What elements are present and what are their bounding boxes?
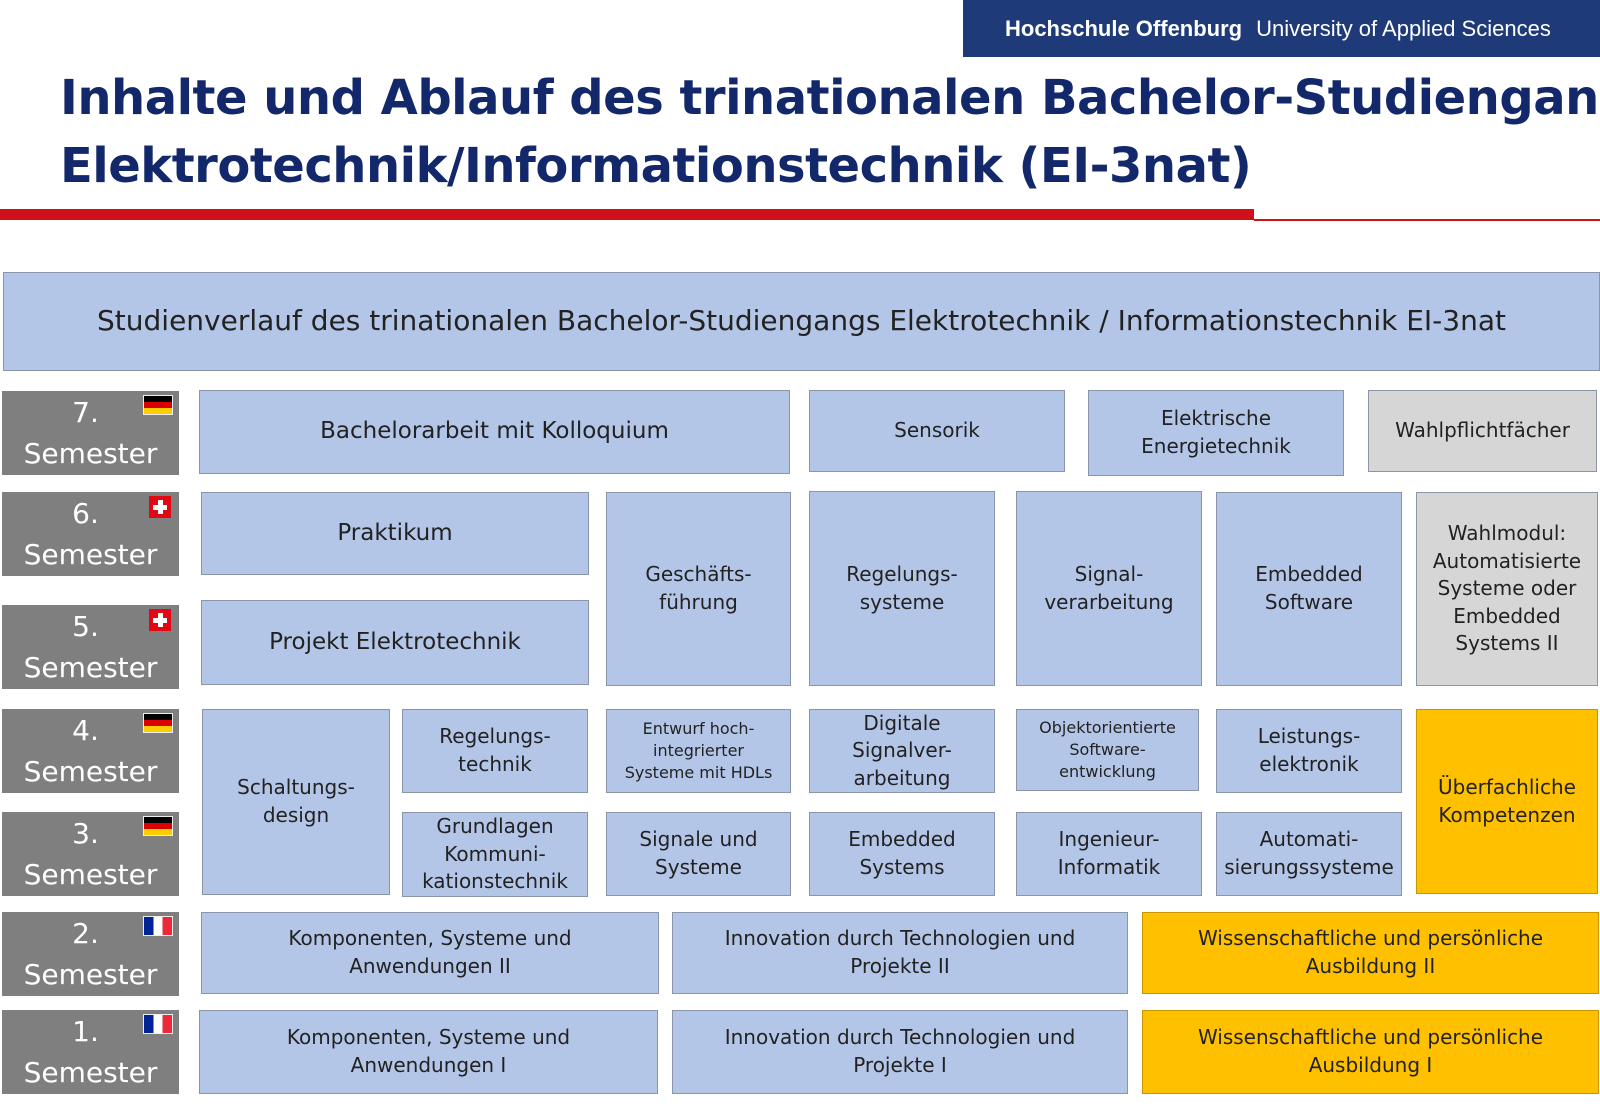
module-regelungssysteme: Regelungs- systeme [809, 491, 995, 686]
module-label: Signale und Systeme [639, 827, 758, 879]
semester-word: Semester [23, 537, 158, 571]
module-ingenieur-informatik: Ingenieur- Informatik [1016, 812, 1202, 896]
semester-label-7: 7. Semester [2, 391, 179, 475]
module-label: Praktikum [337, 519, 453, 546]
module-label: Embedded Software [1255, 562, 1363, 614]
semester-number: 1. [72, 1015, 99, 1048]
germany-flag-icon [143, 395, 173, 415]
module-objektorientierte-software: Objektorientierte Software- entwicklung [1016, 709, 1199, 791]
semester-word: Semester [23, 436, 158, 470]
module-leistungselektronik: Leistungs- elektronik [1216, 709, 1402, 793]
semester-label-5: 5. Semester [2, 605, 179, 689]
module-geschaeftsfuehrung: Geschäfts- führung [606, 492, 791, 686]
germany-flag-icon [143, 713, 173, 733]
module-label: Grundlagen Kommuni- kationstechnik [422, 814, 568, 894]
module-bachelorarbeit: Bachelorarbeit mit Kolloquium [199, 390, 790, 474]
page-title-line-1: Inhalte und Ablauf des trinationalen Bac… [60, 70, 1600, 126]
switzerland-flag-icon [149, 609, 171, 631]
module-signale-und-systeme: Signale und Systeme [606, 812, 791, 896]
overview-banner: Studienverlauf des trinationalen Bachelo… [3, 272, 1600, 371]
module-innovation-i: Innovation durch Technologien und Projek… [672, 1010, 1128, 1094]
institution-tagline: University of Applied Sciences [1256, 15, 1551, 41]
france-flag-icon [143, 916, 173, 936]
switzerland-flag-icon [149, 496, 171, 518]
semester-word: Semester [23, 957, 158, 991]
module-label: Ingenieur- Informatik [1057, 827, 1161, 879]
module-label: Sensorik [894, 418, 980, 443]
module-komponenten-i: Komponenten, Systeme und Anwendungen I [199, 1010, 658, 1094]
module-label: Projekt Elektrotechnik [269, 628, 521, 655]
module-label: Innovation durch Technologien und Projek… [724, 1025, 1076, 1077]
module-projekt-elektrotechnik: Projekt Elektrotechnik [201, 600, 589, 685]
semester-number: 4. [72, 714, 99, 747]
module-label: Objektorientierte Software- entwicklung [1039, 717, 1176, 782]
module-ueberfachliche-kompetenzen: Überfachliche Kompetenzen [1416, 709, 1598, 894]
semester-label-6: 6. Semester [2, 492, 179, 576]
module-label: Komponenten, Systeme und Anwendungen II [288, 926, 572, 978]
module-label: Regelungs- technik [439, 724, 551, 776]
module-regelungstechnik: Regelungs- technik [402, 709, 588, 793]
semester-number: 3. [72, 817, 99, 850]
semester-word: Semester [23, 650, 158, 684]
module-label: Wahlpflichtfächer [1395, 418, 1570, 443]
module-label: Innovation durch Technologien und Projek… [724, 926, 1076, 978]
module-schaltungsdesign: Schaltungs- design [202, 709, 390, 895]
semester-word: Semester [23, 754, 158, 788]
semester-label-4: 4. Semester [2, 709, 179, 793]
module-label: Elektrische Energietechnik [1141, 406, 1291, 458]
semester-number: 6. [72, 497, 99, 530]
module-label: Digitale Signalver- arbeitung [852, 710, 952, 790]
semester-word: Semester [23, 1055, 158, 1089]
module-signalverarbeitung: Signal- verarbeitung [1016, 491, 1202, 686]
france-flag-icon [143, 1014, 173, 1034]
module-label: Automati- sierungssysteme [1224, 827, 1394, 879]
title-divider-thin [1254, 219, 1600, 221]
module-label: Wissenschaftliche und persönliche Ausbil… [1197, 926, 1544, 978]
module-wahlpflichtfaecher: Wahlpflichtfächer [1368, 390, 1597, 472]
module-wissenschaftliche-ausbildung-ii: Wissenschaftliche und persönliche Ausbil… [1142, 912, 1599, 994]
page-title-line-2: Elektrotechnik/Informationstechnik (EI-3… [60, 138, 1252, 194]
module-grundlagen-kommunikationstechnik: Grundlagen Kommuni- kationstechnik [402, 812, 588, 897]
semester-label-1: 1. Semester [2, 1010, 179, 1094]
module-praktikum: Praktikum [201, 492, 589, 575]
institution-name: Hochschule Offenburg [1005, 15, 1243, 41]
module-label: Schaltungs- design [237, 775, 355, 827]
module-komponenten-ii: Komponenten, Systeme und Anwendungen II [201, 912, 659, 994]
module-label: Wissenschaftliche und persönliche Ausbil… [1197, 1025, 1544, 1077]
semester-number: 7. [72, 396, 99, 429]
module-embedded-software: Embedded Software [1216, 492, 1402, 686]
module-embedded-systems: Embedded Systems [809, 812, 995, 896]
module-label: Signal- verarbeitung [1044, 561, 1174, 614]
module-label: Geschäfts- führung [645, 562, 752, 614]
semester-label-2: 2. Semester [2, 912, 179, 996]
module-label: Komponenten, Systeme und Anwendungen I [286, 1025, 571, 1077]
overview-banner-text: Studienverlauf des trinationalen Bachelo… [97, 304, 1506, 338]
university-header: Hochschule Offenburg University of Appli… [963, 0, 1600, 57]
module-label: Regelungs- systeme [846, 561, 958, 614]
module-sensorik: Sensorik [809, 390, 1065, 472]
module-entwurf-hdl: Entwurf hoch- integrierter Systeme mit H… [606, 709, 791, 793]
semester-number: 2. [72, 917, 99, 950]
module-label: Embedded Systems [848, 827, 956, 879]
module-label: Überfachliche Kompetenzen [1438, 774, 1576, 827]
module-automatisierungssysteme: Automati- sierungssysteme [1216, 812, 1402, 896]
module-wissenschaftliche-ausbildung-i: Wissenschaftliche und persönliche Ausbil… [1142, 1010, 1599, 1094]
module-wahlmodul: Wahlmodul: Automatisierte Systeme oder E… [1416, 492, 1598, 686]
semester-word: Semester [23, 857, 158, 891]
semester-label-3: 3. Semester [2, 812, 179, 896]
title-divider [0, 209, 1254, 220]
module-energietechnik: Elektrische Energietechnik [1088, 390, 1344, 476]
semester-number: 5. [72, 610, 99, 643]
module-label: Wahlmodul: Automatisierte Systeme oder E… [1432, 521, 1582, 656]
module-label: Entwurf hoch- integrierter Systeme mit H… [624, 718, 773, 783]
module-label: Leistungs- elektronik [1257, 724, 1361, 776]
module-innovation-ii: Innovation durch Technologien und Projek… [672, 912, 1128, 994]
module-digitale-signalverarbeitung: Digitale Signalver- arbeitung [809, 709, 995, 793]
germany-flag-icon [143, 816, 173, 836]
module-label: Bachelorarbeit mit Kolloquium [320, 418, 669, 445]
